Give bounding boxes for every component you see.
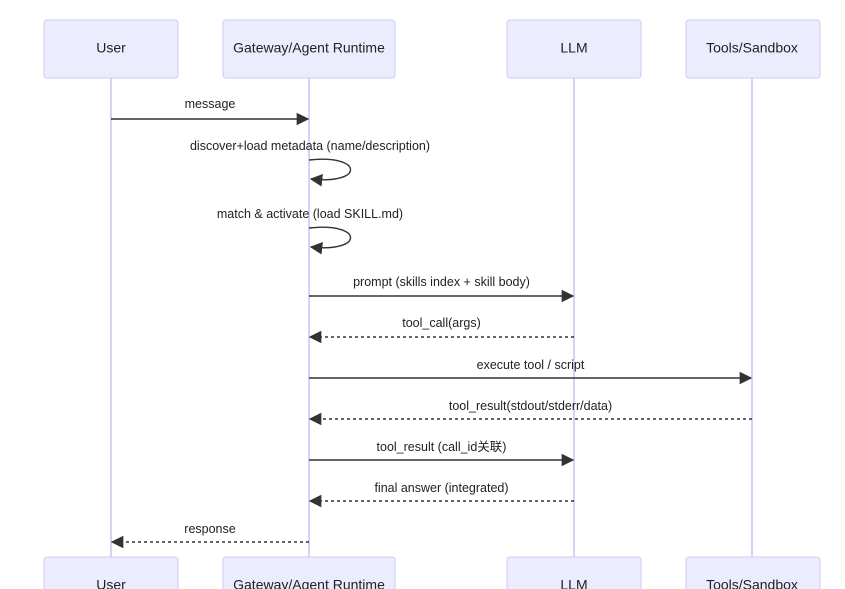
actor-box — [222, 19, 396, 79]
actor-box — [506, 556, 642, 589]
message-10: response — [110, 522, 309, 549]
message-6: execute tool / script — [309, 358, 753, 385]
actor-label: Tools/Sandbox — [706, 40, 798, 56]
message-8: tool_result (call_id关联) — [309, 440, 575, 467]
actor-box — [685, 556, 821, 589]
actor-label: LLM — [560, 40, 587, 56]
actor-tools-bottom: Tools/Sandbox — [685, 556, 821, 589]
message-label: tool_result (call_id关联) — [377, 440, 507, 454]
actor-user-bottom: User — [43, 556, 179, 589]
actor-user-top: User — [43, 19, 179, 79]
message-label: response — [184, 522, 235, 536]
message-1: message — [111, 97, 310, 126]
lifelines — [110, 78, 753, 557]
messages: message discover+load metadata (name/desc… — [110, 97, 753, 549]
actor-box — [43, 556, 179, 589]
actor-gateway-top: Gateway/Agent Runtime — [222, 19, 396, 79]
actor-llm-bottom: LLM — [506, 556, 642, 589]
actor-box — [685, 19, 821, 79]
actor-label: Gateway/Agent Runtime — [233, 40, 385, 56]
message-label: message — [185, 97, 236, 111]
message-arrow — [308, 158, 352, 187]
actor-tools-top: Tools/Sandbox — [685, 19, 821, 79]
actor-box — [222, 556, 396, 589]
message-9: final answer (integrated) — [308, 481, 574, 508]
message-label: tool_call(args) — [402, 316, 481, 330]
message-label: execute tool / script — [477, 358, 585, 372]
actor-gateway-bottom: Gateway/Agent Runtime — [222, 556, 396, 589]
actor-label: User — [96, 577, 126, 589]
actor-label: Tools/Sandbox — [706, 577, 798, 589]
actor-label: User — [96, 40, 126, 56]
message-7: tool_result(stdout/stderr/data) — [308, 399, 752, 426]
message-4: prompt (skills index + skill body) — [309, 275, 575, 303]
message-label: prompt (skills index + skill body) — [353, 275, 530, 289]
message-2: discover+load metadata (name/description… — [190, 139, 430, 187]
message-label: match & activate (load SKILL.md) — [217, 207, 403, 221]
message-arrow — [308, 226, 352, 255]
message-3: match & activate (load SKILL.md) — [217, 207, 403, 255]
actor-llm-top: LLM — [506, 19, 642, 79]
message-label: final answer (integrated) — [374, 481, 508, 495]
message-5: tool_call(args) — [308, 316, 574, 344]
message-label: tool_result(stdout/stderr/data) — [449, 399, 612, 413]
actor-box — [43, 19, 179, 79]
message-label: discover+load metadata (name/description… — [190, 139, 430, 153]
actor-label: Gateway/Agent Runtime — [233, 577, 385, 589]
actor-box — [506, 19, 642, 79]
actor-label: LLM — [560, 577, 587, 589]
